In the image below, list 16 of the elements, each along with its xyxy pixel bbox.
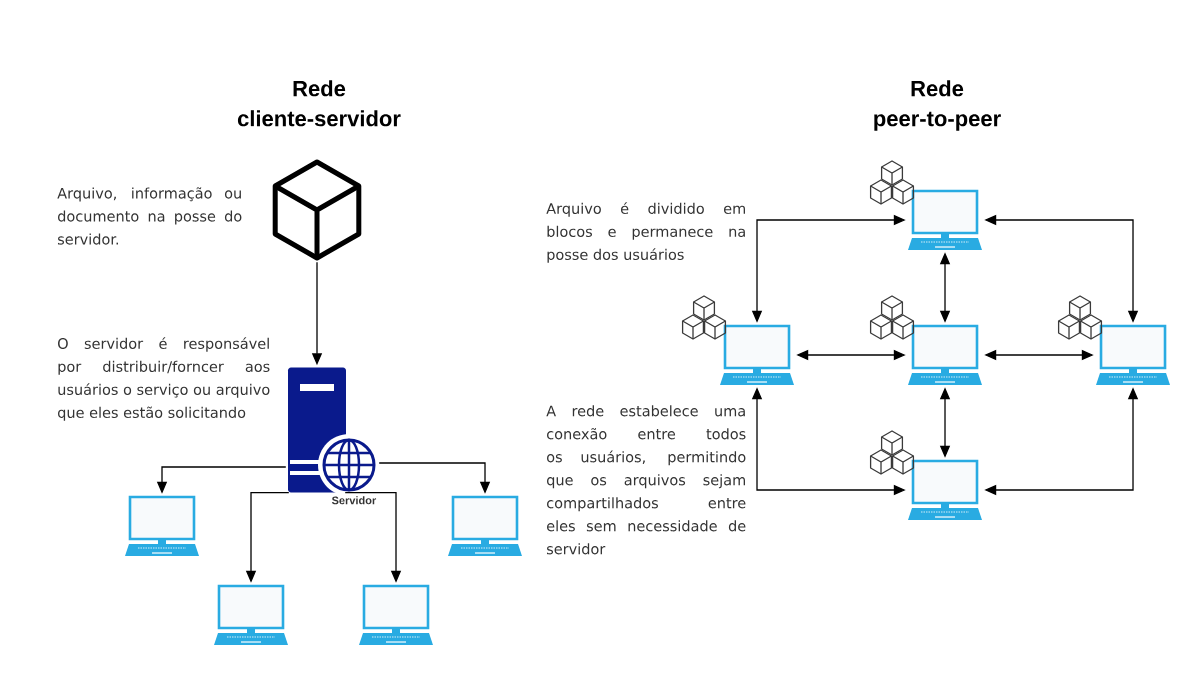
description-text: Arquivo é dividido em blocos e permanece na posse dos usuários — [546, 202, 745, 263]
heading: Rede peer-to-peer — [874, 80, 1001, 131]
computer-drawing — [869, 430, 982, 520]
description-text: Arquivo, informação ou documento na posse do servidor. — [57, 187, 242, 245]
description-text: O servidor é responsável por distribuir/forncer aos usuários o serviço ou arquivo que eles estão solicitando — [58, 337, 270, 421]
heading: Rede cliente-servidor — [237, 80, 401, 127]
computer-drawing — [1057, 295, 1170, 385]
cube-icon — [272, 159, 362, 261]
computer-drawing — [359, 584, 433, 645]
computer-drawing — [448, 495, 522, 556]
computer-drawing — [125, 495, 199, 556]
computer-drawing — [681, 295, 794, 385]
computer-drawing — [869, 160, 982, 250]
computer-drawing — [869, 295, 982, 385]
description-text: A rede estabelece uma conexão entre todos os usuários, permitindo que os arquivos sejam compartilhados entre eles sem necessidade de servidor — [546, 405, 746, 555]
computer-drawing — [214, 584, 288, 645]
